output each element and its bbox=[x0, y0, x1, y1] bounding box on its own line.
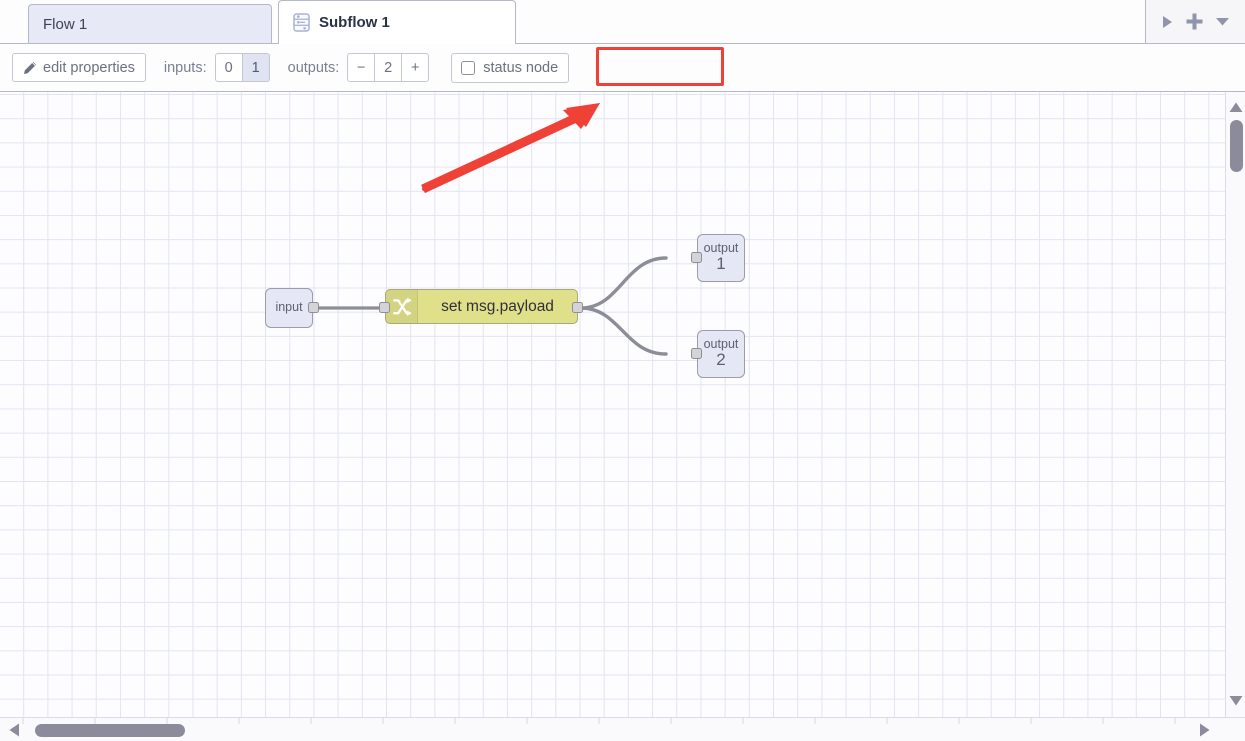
node-change-set-msg-payload[interactable]: set msg.payload bbox=[385, 289, 578, 324]
tab-flow-1[interactable]: Flow 1 bbox=[28, 4, 272, 43]
status-node-label: status node bbox=[483, 59, 559, 76]
outputs-increment-button[interactable]: + bbox=[401, 53, 430, 82]
subflow-toolbar: edit properties inputs: 0 1 outputs: − 2… bbox=[0, 44, 1245, 125]
outputs-decrement-button[interactable]: − bbox=[347, 53, 376, 82]
port-output-2-input[interactable] bbox=[691, 348, 702, 359]
outputs-stepper: − 2 + bbox=[347, 53, 430, 82]
port-input-output[interactable] bbox=[308, 302, 319, 313]
inputs-stepper: 0 1 bbox=[214, 53, 270, 82]
inputs-label: inputs: bbox=[163, 59, 207, 76]
tab-menu-chevron-icon[interactable] bbox=[1215, 16, 1230, 27]
flow-canvas[interactable]: input set msg.payload output 1 o bbox=[0, 92, 1225, 717]
change-shuffle-icon bbox=[392, 297, 411, 316]
subflow-icon bbox=[293, 13, 310, 32]
outputs-value: 2 bbox=[374, 53, 403, 82]
scroll-down-arrow-icon[interactable] bbox=[1229, 695, 1243, 706]
node-subflow-output-1-number: 1 bbox=[716, 254, 726, 274]
tab-bar: Flow 1 Subflow 1 bbox=[0, 0, 1245, 44]
pencil-icon bbox=[24, 61, 37, 74]
node-subflow-output-2-number: 2 bbox=[716, 350, 726, 370]
inputs-option-0[interactable]: 0 bbox=[214, 53, 243, 82]
next-tab-arrow-icon[interactable] bbox=[1161, 14, 1174, 30]
add-tab-icon[interactable] bbox=[1185, 12, 1204, 31]
node-subflow-output-1[interactable]: output 1 bbox=[697, 234, 745, 282]
scroll-tick-marks bbox=[22, 718, 1176, 724]
node-subflow-output-2[interactable]: output 2 bbox=[697, 330, 745, 378]
tab-subflow-1-label: Subflow 1 bbox=[319, 14, 390, 31]
node-subflow-output-1-label: output bbox=[703, 241, 739, 256]
vertical-scrollbar[interactable] bbox=[1225, 92, 1245, 717]
tab-bar-actions bbox=[1145, 0, 1245, 43]
change-node-label: set msg.payload bbox=[441, 297, 554, 315]
vertical-scroll-thumb[interactable] bbox=[1229, 120, 1243, 172]
wire-layer bbox=[316, 256, 668, 356]
scroll-right-arrow-icon[interactable] bbox=[1199, 723, 1210, 737]
status-node-toggle[interactable]: status node bbox=[451, 52, 570, 83]
node-subflow-output-2-label: output bbox=[703, 337, 739, 352]
scroll-left-arrow-icon[interactable] bbox=[9, 723, 20, 737]
edit-properties-label: edit properties bbox=[43, 59, 135, 76]
tab-flow-1-label: Flow 1 bbox=[43, 15, 88, 33]
inputs-option-1[interactable]: 1 bbox=[241, 53, 270, 82]
node-subflow-input-label: input bbox=[275, 300, 303, 315]
node-subflow-input[interactable]: input bbox=[265, 288, 313, 328]
horizontal-scroll-thumb[interactable] bbox=[35, 723, 185, 737]
change-node-icon-box bbox=[386, 290, 418, 323]
wire-change-to-output1 bbox=[579, 256, 668, 310]
status-node-checkbox[interactable] bbox=[461, 60, 476, 75]
port-change-output[interactable] bbox=[572, 302, 583, 313]
outputs-label: outputs: bbox=[287, 59, 340, 76]
port-output-1-input[interactable] bbox=[691, 252, 702, 263]
port-change-input[interactable] bbox=[379, 302, 390, 313]
scroll-up-arrow-icon[interactable] bbox=[1229, 102, 1243, 113]
tab-subflow-1[interactable]: Subflow 1 bbox=[278, 0, 516, 44]
edit-properties-button[interactable]: edit properties bbox=[12, 53, 146, 82]
horizontal-scrollbar[interactable] bbox=[0, 717, 1245, 741]
wire-change-to-output2 bbox=[579, 306, 668, 356]
